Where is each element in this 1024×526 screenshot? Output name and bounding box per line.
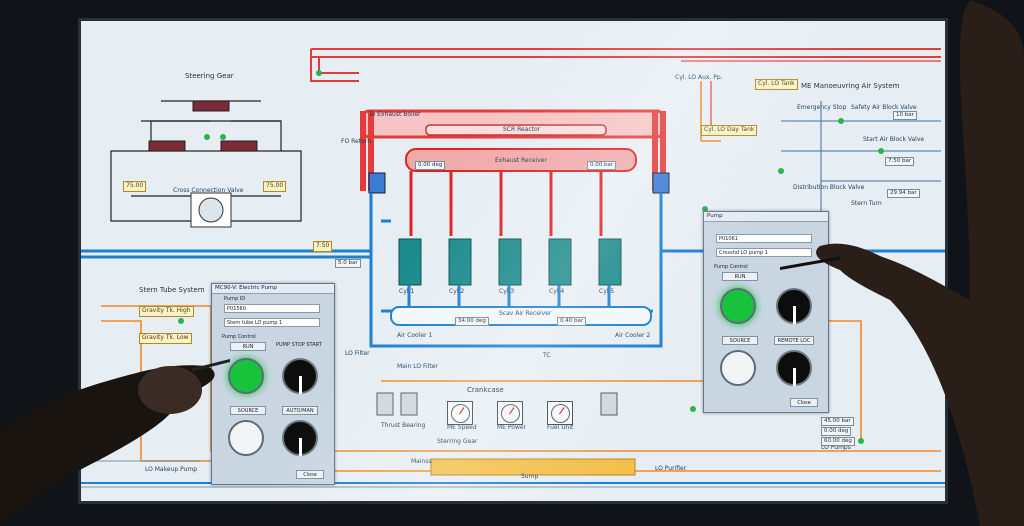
exhaust-boiler-label: To Exhaust Boiler (369, 111, 421, 118)
steering-ram-left (148, 140, 186, 152)
gravity-tank-low[interactable]: Gravity Tk. Low (139, 333, 192, 344)
run-indicator-lamp (228, 358, 264, 394)
right-readout-c: 60.00 deg (821, 437, 855, 447)
sump-label: Sump (521, 473, 539, 480)
engine-cylinders (398, 238, 622, 286)
cyl-lo-day-tank[interactable]: Cyl. LO Day Tank (701, 125, 758, 136)
right-readout-b: 0.00 deg (821, 427, 852, 437)
sump-tank (430, 458, 636, 476)
lo-makeup-pump-label: LO Makeup Pump (145, 466, 198, 473)
scav-pressure-readout: 0.40 bar (557, 317, 587, 327)
source-button[interactable]: SOURCE (230, 406, 266, 415)
exhaust-temp-readout: 0.00 deg (415, 161, 446, 171)
cylinder-label: Cyl 1 (399, 288, 415, 295)
exhaust-receivers (360, 109, 666, 236)
cylinder-label: Cyl 3 (499, 288, 515, 295)
dialog-title[interactable]: Pump (704, 212, 828, 222)
steering-right-readout: 75.00 (263, 181, 287, 192)
start-pressure-readout: 7.50 bar (885, 157, 915, 167)
me-manoeuvring-air-system-title: ME Manoeuvring Air System (801, 82, 900, 90)
lo-purifier-label: LO Purifier (655, 465, 687, 472)
air-pressure-readout: 10 bar (893, 111, 917, 121)
air-cooler-1-label: Air Cooler 1 (397, 332, 433, 339)
pump-stop-start-knob[interactable] (282, 358, 318, 394)
pump-stop-start-caption: PUMP STOP START (276, 342, 322, 348)
cyl-lo-aux-pp-label: Cyl. LO Aux. Pp. (675, 74, 723, 81)
air-cooler-2-label: Air Cooler 2 (615, 332, 651, 339)
electric-pump-dialog-right[interactable]: Pump P01061 Crosshd LO pump 1 Pump Contr… (703, 211, 829, 413)
stern-turn-label: Stern Turn (851, 200, 882, 207)
cylinder-label: Cyl 5 (599, 288, 615, 295)
remote-loc-button[interactable]: REMOTE LOC (774, 336, 814, 345)
electric-pump-dialog-left[interactable]: MC90-V: Electric Pump Pump ID P01560 Ste… (211, 283, 335, 485)
dialog-title[interactable]: MC90-V: Electric Pump (212, 284, 334, 294)
cylinder-label: Cyl 4 (549, 288, 565, 295)
emergency-stop-label: Emergency Stop (797, 104, 847, 111)
steering-gear-sub-label: Sterring Gear (437, 438, 478, 445)
turbocharger-right (652, 172, 670, 194)
pump-id-field[interactable]: P01560 (224, 304, 320, 313)
cylinder-label: Cyl 2 (449, 288, 465, 295)
touch-screen-display: Steering Gear Cross Connection Valve Ste… (78, 18, 948, 504)
pump-name-field[interactable]: Stern tube LO pump 1 (224, 318, 320, 327)
cross-connection-valve-label: Cross Connection Valve (173, 187, 244, 194)
me-power-gauge (497, 401, 523, 425)
engine-piping-diagram (81, 48, 945, 488)
turbo-label: TC (543, 352, 551, 359)
gravity-tank-high[interactable]: Gravity Tk. High (139, 306, 194, 317)
me-speed-gauge (447, 401, 473, 425)
remote-loc-knob[interactable] (776, 350, 812, 386)
pump-control-knob[interactable] (776, 288, 812, 324)
scav-air-receiver-label: Scav Air Receiver (499, 310, 552, 317)
run-button[interactable]: RUN (230, 342, 266, 351)
cyl-lo-tank[interactable]: Cyl. LO Tank (755, 79, 798, 90)
run-indicator-lamp (720, 288, 756, 324)
exhaust-receiver-label: Exhaust Receiver (495, 157, 547, 164)
pump-id-caption: Pump ID (224, 296, 246, 302)
steering-left-readout: 75.00 (123, 181, 147, 192)
turbocharger-left (368, 172, 386, 194)
fuel-unit-label: Fuel Unit (547, 424, 574, 431)
exhaust-pipes (310, 48, 941, 82)
close-button[interactable]: Close (296, 470, 324, 479)
lo-filter-label: LO Filter (345, 350, 370, 357)
source-indicator-lamp (720, 350, 756, 386)
start-air-block-valve-label: Start Air Block Valve (863, 136, 925, 143)
right-readout-a: 45.00 bar (821, 417, 854, 427)
source-button[interactable]: SOURCE (722, 336, 758, 345)
run-button[interactable]: RUN (722, 272, 758, 281)
pump-pressure-readout: 7.50 (313, 241, 333, 252)
scav-temp-readout: 34.00 deg (455, 317, 489, 327)
main-lo-filter-label: Main LO Filter (397, 363, 438, 370)
source-indicator-lamp (228, 420, 264, 456)
close-button[interactable]: Close (790, 398, 818, 407)
pump-control-caption: Pump Control (222, 334, 256, 340)
auto-man-button[interactable]: AUTO/MAN (282, 406, 318, 415)
crankcase-title: Crankcase (467, 386, 504, 394)
stern-pressure-readout: 29.94 bar (887, 189, 920, 199)
pump-name-field[interactable]: Crosshd LO pump 1 (716, 248, 812, 257)
distribution-block-valve-label: Distribution Block Valve (793, 184, 865, 191)
steering-ram-right (220, 140, 258, 152)
bar-readout: 5.0 bar (335, 259, 361, 269)
auto-man-knob[interactable] (282, 420, 318, 456)
scr-reactor-label: SCR Reactor (503, 126, 541, 133)
thrust-bearing-label: Thrust Bearing (381, 422, 426, 429)
pump-id-field[interactable]: P01061 (716, 234, 812, 243)
steering-gear-title: Steering Gear (185, 72, 234, 80)
steering-ram-top (192, 100, 230, 112)
me-speed-label: ME Speed (447, 424, 477, 431)
stern-tube-system-title: Stern Tube System (139, 286, 205, 294)
exhaust-pressure-readout: 0.00 bar (587, 161, 617, 171)
pump-control-caption: Pump Control (714, 264, 748, 270)
fuel-unit-gauge (547, 401, 573, 425)
me-power-label: ME Power (497, 424, 527, 431)
main-ss-label: Mainss (411, 458, 432, 465)
fo-return-label: FO Return (341, 138, 371, 145)
